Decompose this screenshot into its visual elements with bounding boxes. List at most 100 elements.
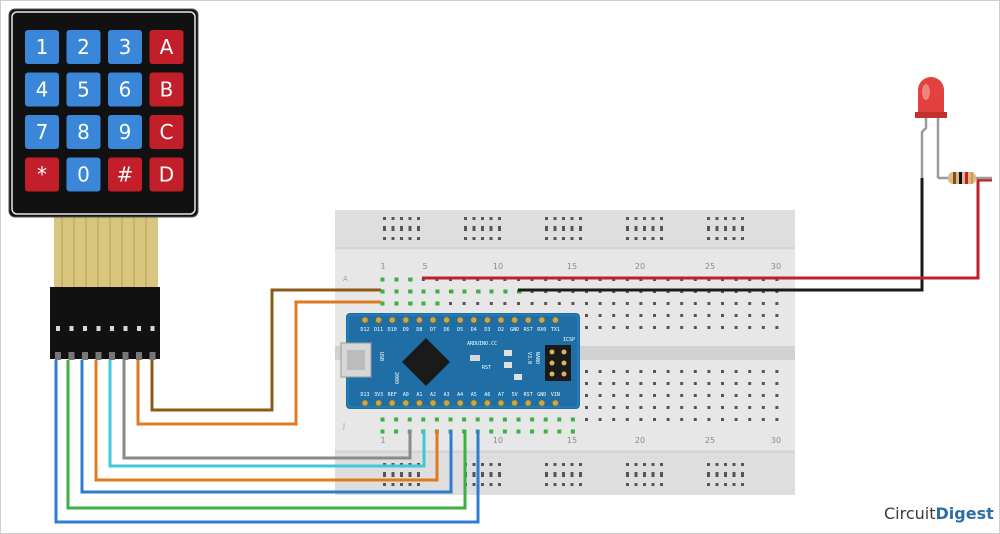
keypad-ribbon-cable xyxy=(54,216,158,288)
key-b: B xyxy=(149,72,184,107)
top-pin-header xyxy=(361,316,559,324)
wire-blue xyxy=(80,360,453,494)
bottom-pin-label: A5 xyxy=(471,392,477,398)
key-label: 6 xyxy=(119,78,132,102)
resistor xyxy=(938,172,992,184)
icsp-label: ICSP xyxy=(563,337,575,343)
year-label: 2009 xyxy=(393,372,399,384)
key-3: 3 xyxy=(108,30,142,64)
top-pin-label: RST xyxy=(524,327,533,333)
col-number-10: 10 xyxy=(493,262,503,271)
bottom-pin-label: A0 xyxy=(403,392,409,398)
wire-orange xyxy=(136,300,381,426)
col-number-10-bottom: 10 xyxy=(493,436,503,445)
bottom-pin-label: 5V xyxy=(512,392,518,398)
top-pin-label: GND xyxy=(510,327,519,333)
col-number-1: 1 xyxy=(380,262,385,271)
led-red xyxy=(915,77,947,178)
top-pin-label: D4 xyxy=(471,327,477,333)
row-letter-j: J xyxy=(342,422,345,430)
board-label: NANO xyxy=(534,352,540,364)
key-5: 5 xyxy=(66,72,101,107)
col-number-30: 30 xyxy=(771,262,781,271)
keypad-connector xyxy=(50,287,160,359)
key-label: 9 xyxy=(119,120,132,144)
wire-red xyxy=(422,178,992,280)
bottom-pin-header xyxy=(361,399,559,407)
key-9: 9 xyxy=(108,115,142,149)
key-star: * xyxy=(25,157,59,192)
wire-orange-2 xyxy=(94,360,439,482)
reset-button xyxy=(470,355,480,361)
top-pin-label: D8 xyxy=(416,327,422,333)
bottom-pin-label: A7 xyxy=(498,392,504,398)
bottom-pin-label: A6 xyxy=(484,392,490,398)
wire-green xyxy=(66,360,467,510)
key-label: # xyxy=(117,163,134,187)
wire-brown xyxy=(150,288,381,412)
circuitdigest-logo: CircuitDigest xyxy=(884,504,994,523)
bottom-pin-label: REF xyxy=(388,392,397,398)
bottom-pin-label: A4 xyxy=(457,392,463,398)
top-pin-label: D5 xyxy=(457,327,463,333)
key-1: 1 xyxy=(25,30,59,64)
microcontroller-chip xyxy=(402,338,450,386)
key-2: 2 xyxy=(66,30,101,64)
bottom-pin-label: 3V3 xyxy=(374,392,383,398)
col-number-15: 15 xyxy=(567,262,577,271)
key-label: 8 xyxy=(77,120,90,144)
top-pin-label: D10 xyxy=(388,327,397,333)
key-label: 5 xyxy=(77,78,90,102)
top-pin-label: D12 xyxy=(360,327,369,333)
col-number-5: 5 xyxy=(422,262,427,271)
top-pin-label: RX0 xyxy=(537,327,546,333)
wires xyxy=(54,178,992,524)
key-label: 1 xyxy=(36,35,49,59)
key-label: 2 xyxy=(77,35,90,59)
key-label: * xyxy=(37,163,47,187)
key-0: 0 xyxy=(66,157,101,192)
rail-holes xyxy=(383,217,744,486)
col-number-25-bottom: 25 xyxy=(705,436,715,445)
key-label: 3 xyxy=(119,35,132,59)
key-label: 4 xyxy=(36,78,49,102)
top-pin-label: TX1 xyxy=(551,327,560,333)
col-number-1-bottom: 1 xyxy=(380,436,385,445)
rst-label: RST xyxy=(482,365,491,371)
key-label: 7 xyxy=(36,120,49,144)
key-hash: # xyxy=(108,157,142,192)
brand-part-2: Digest xyxy=(935,504,994,523)
top-pin-label: D3 xyxy=(484,327,490,333)
key-7: 7 xyxy=(25,115,59,149)
bottom-pin-label: VIN xyxy=(551,392,560,398)
wire-blue-2 xyxy=(54,360,480,524)
col-number-20: 20 xyxy=(635,262,645,271)
wire-cyan xyxy=(108,360,426,468)
key-label: D xyxy=(159,163,174,187)
wire-gray xyxy=(122,360,412,460)
col-number-25: 25 xyxy=(705,262,715,271)
col-number-30-bottom: 30 xyxy=(771,436,781,445)
key-a: A xyxy=(149,30,184,64)
key-label: B xyxy=(160,78,174,102)
key-label: C xyxy=(160,120,174,144)
col-number-15-bottom: 15 xyxy=(567,436,577,445)
bottom-pin-label: D13 xyxy=(360,392,369,398)
arduino-brand-label: ARDUINO.CC xyxy=(467,341,497,347)
usb-label: USB xyxy=(378,352,384,361)
brand-part-1: Circuit xyxy=(884,504,936,523)
bottom-pin-label: RST xyxy=(524,392,533,398)
top-pin-label: D6 xyxy=(444,327,450,333)
top-pin-label: D2 xyxy=(498,327,504,333)
bottom-pin-label: A2 xyxy=(430,392,436,398)
column-numbers: 1 5 10 15 20 25 30 1 10 15 20 25 30 A J xyxy=(342,262,781,445)
key-8: 8 xyxy=(66,115,101,149)
top-pin-label: D11 xyxy=(374,327,383,333)
key-6: 6 xyxy=(108,72,142,107)
icsp-header xyxy=(545,345,571,381)
key-4: 4 xyxy=(25,72,59,107)
top-pin-label: D9 xyxy=(403,327,409,333)
